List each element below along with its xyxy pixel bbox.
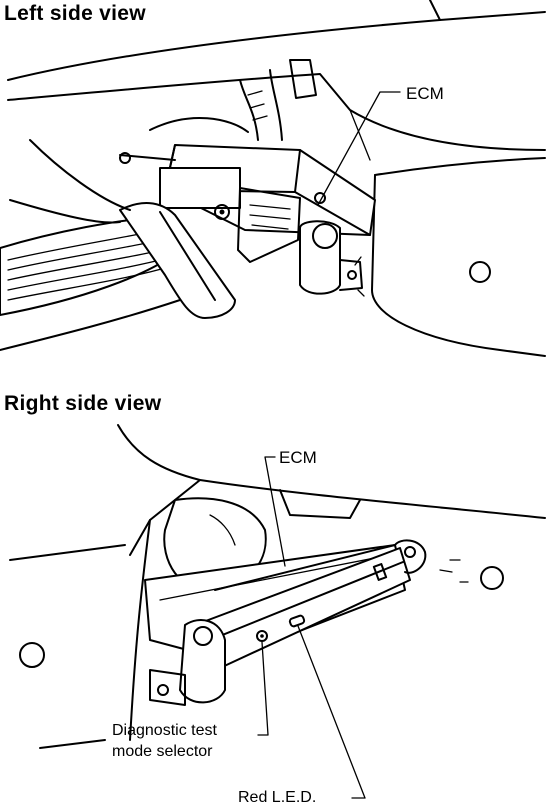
dashboard-panel [7, 0, 546, 161]
selector-leader-line [257, 641, 269, 736]
red-led-icon [288, 614, 306, 628]
left-side-view-illustration [0, 0, 546, 357]
diagnostic-selector-icon [256, 630, 268, 642]
ecm-unit-icon [119, 144, 376, 263]
selector-label-line1: Diagnostic test [112, 722, 217, 739]
selector-label-line2: mode selector [112, 743, 213, 760]
led-leader-line [297, 625, 366, 799]
left-side-view-heading: Left side view [4, 2, 146, 25]
right-ecm-label: ECM [279, 448, 317, 467]
ecm-unit-icon [144, 497, 406, 661]
center-console [371, 157, 546, 357]
accelerator-pedal-icon [9, 139, 236, 319]
right-panel-fastener-right-icon [480, 566, 504, 590]
right-panel-fastener-left-icon [19, 642, 45, 668]
wire-harness-icon [149, 59, 317, 141]
right-ecm-leader-line [264, 456, 286, 567]
left-ecm-leader-line [317, 91, 401, 206]
right-side-view-heading: Right side view [4, 392, 162, 415]
ecm-mount-bolt-icon [214, 204, 230, 220]
mounting-bracket-icon [149, 539, 427, 706]
ecm-bracket-icon [299, 220, 365, 297]
left-ecm-label: ECM [406, 84, 444, 103]
red-led-label: Red L.E.D. [238, 789, 317, 806]
console-fastener-icon [469, 261, 491, 283]
right-dashboard-panel [9, 424, 546, 749]
ecm-connector-left [159, 167, 241, 209]
